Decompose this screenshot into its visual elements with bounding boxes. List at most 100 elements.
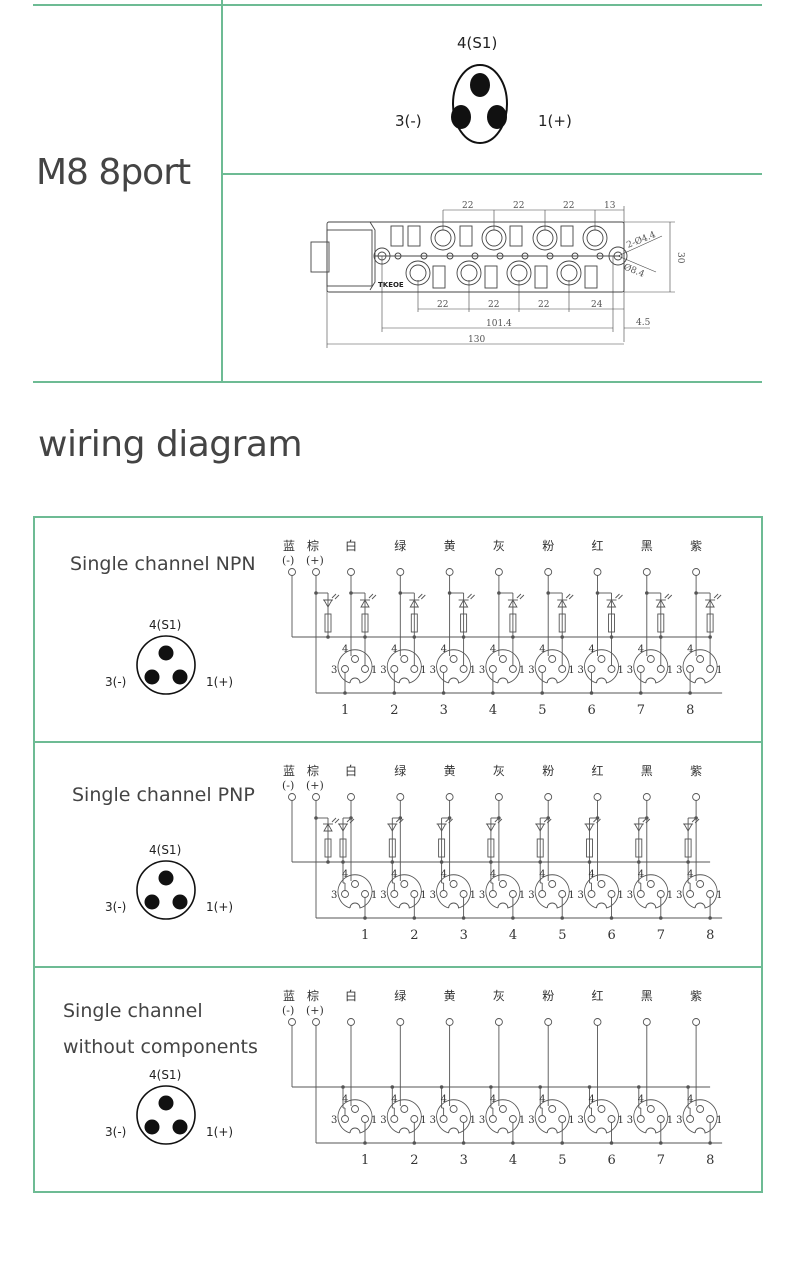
junction-dot: [540, 691, 544, 695]
pin-number-3: 3: [331, 1115, 337, 1126]
pin-number-4: 4: [589, 644, 595, 655]
pin-number-4: 4: [391, 869, 397, 880]
wire-color-label: 灰: [493, 989, 505, 1003]
junction-dot: [412, 916, 417, 920]
wire-color-label: 黄: [444, 539, 456, 553]
dim-bottom-3: 22: [538, 300, 549, 310]
connector-face-icon: [136, 635, 196, 695]
port-number: 8: [686, 703, 694, 718]
resistor-icon: [657, 613, 665, 633]
port-number: 7: [657, 1153, 665, 1168]
terminal-signal: [544, 793, 553, 801]
junction-dot: [511, 916, 515, 920]
pin-number-4: 4: [441, 869, 447, 880]
pin-number-1: 1: [667, 665, 673, 676]
port-number: 5: [558, 1153, 566, 1168]
junction-dot: [412, 635, 417, 639]
wire-color-label: 黑: [641, 539, 653, 553]
pin-number-4: 4: [638, 1094, 644, 1105]
terminal-signal: [692, 1018, 701, 1026]
wire-color-pos: 棕: [307, 538, 319, 553]
terminal-signal: [494, 568, 503, 576]
pin-number-1: 1: [420, 1115, 426, 1126]
pin-label-left: 3(-): [105, 675, 127, 689]
resistor-icon: [684, 838, 692, 858]
wire-color-label: 绿: [394, 538, 406, 553]
junction-dot: [497, 591, 501, 595]
pin-number-1: 1: [519, 665, 525, 676]
wire-color-label: 紫: [690, 764, 702, 778]
dim-bottom-1: 22: [437, 300, 448, 310]
junction-dot: [587, 1085, 592, 1089]
resistor-icon: [487, 838, 495, 858]
pin-number-4: 4: [589, 1094, 595, 1105]
junction-dot: [560, 916, 564, 920]
pin-number-4: 4: [539, 1094, 545, 1105]
junction-dot: [489, 860, 493, 864]
dim-edge-offset: 4.5: [636, 318, 651, 328]
pin-label-right: 1(+): [206, 675, 234, 689]
junction-dot: [708, 916, 712, 920]
terminal-signal: [445, 568, 454, 576]
table-row-divider: [221, 173, 762, 175]
junction-dot: [412, 1141, 417, 1145]
port-number: 8: [706, 1153, 714, 1168]
dim-top-2: 22: [513, 201, 524, 211]
terminal-signal: [445, 1018, 454, 1026]
pin-label-left: 3(-): [105, 1125, 127, 1139]
terminal-signal: [544, 568, 553, 576]
terminal-signal: [692, 793, 701, 801]
terminal-signal: [494, 1018, 503, 1026]
pin-number-4: 4: [441, 644, 447, 655]
port-number: 5: [538, 703, 546, 718]
junction-dot: [398, 816, 403, 820]
junction-dot: [694, 591, 698, 595]
pin-number-3: 3: [578, 1115, 584, 1126]
pin-number-4: 4: [441, 1094, 447, 1105]
junction-dot: [688, 691, 692, 695]
panel-frame-right: [761, 516, 763, 1193]
resistor-icon: [361, 613, 369, 633]
port-number: 4: [489, 703, 497, 718]
terminal-signal: [396, 1018, 405, 1026]
brand-label: TKEOE: [378, 281, 404, 289]
pin-number-3: 3: [331, 665, 337, 676]
junction-dot: [609, 916, 614, 920]
junction-dot: [363, 1141, 367, 1145]
wire-color-label: 紫: [690, 989, 702, 1003]
pin-number-3: 3: [627, 890, 633, 901]
terminal-neg: [288, 1018, 296, 1026]
junction-dot: [560, 635, 564, 639]
wire-color-label: 紫: [690, 539, 702, 553]
led-icon: [683, 817, 700, 832]
table-bottom-rule: [33, 381, 762, 383]
resistor-icon: [388, 838, 396, 858]
m8-connector-icon: [337, 649, 373, 684]
pin-number-3: 3: [380, 1115, 386, 1126]
led-icon: [360, 593, 377, 608]
led-icon: [458, 593, 475, 608]
dim-top-1: 22: [462, 201, 473, 211]
panel-title: Single channel NPN: [70, 553, 256, 575]
junction-dot: [491, 691, 495, 695]
junction-dot: [659, 635, 663, 639]
terminal-signal: [593, 1018, 602, 1026]
resistor-icon: [558, 613, 566, 633]
port-number: 1: [361, 1153, 369, 1168]
led-icon: [633, 817, 651, 832]
junction-dot: [497, 816, 501, 820]
pin-number-1: 1: [420, 890, 426, 901]
wire-color-label: 黑: [641, 764, 653, 778]
product-title: M8 8port: [36, 152, 191, 193]
pin-number-1: 1: [716, 1115, 722, 1126]
pin-label-top: 4(S1): [149, 618, 182, 632]
panel-title-line-2: without components: [63, 1036, 258, 1058]
pin-number-1: 1: [470, 665, 476, 676]
pin-number-4: 4: [539, 644, 545, 655]
pinout-diagram: 4(S1) 3(-) 1(+): [100, 618, 240, 708]
panel-frame-bottom: [33, 1191, 763, 1193]
panel-npn: Single channel NPN 4(S1) 3(-) 1(+) 蓝(-)棕…: [35, 518, 761, 741]
junction-dot: [349, 816, 353, 820]
